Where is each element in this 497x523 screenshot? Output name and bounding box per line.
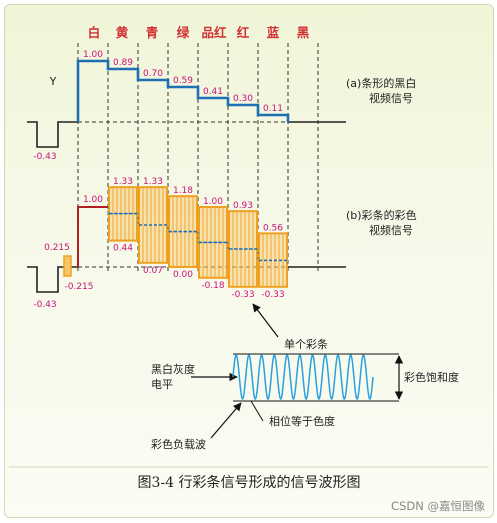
color-name-green: 绿 [177,25,190,40]
chroma-bottom-value-2: 0.00 [173,270,193,280]
chroma-bottom-value-1: 0.07 [143,266,163,276]
chroma-top-value-4: 0.93 [233,201,253,211]
color-name-white: 白 [88,25,101,40]
chroma-bottom-value-0: 0.44 [113,244,133,254]
chroma-description-line2: 视频信号 [369,223,413,237]
chroma-top-value-1: 1.33 [143,177,163,187]
burst-high-value: 0.215 [44,243,70,253]
chroma-top-value-0: 1.33 [113,177,133,187]
luma-level-label-line2: 电平 [151,378,173,391]
single-bar-label: 单个彩条 [284,337,328,351]
chroma-top-value-5: 0.56 [263,223,283,233]
subcarrier-wave [232,353,374,401]
chroma-bar-5 [258,232,288,288]
chroma-description-line1: (b)彩条的彩色 [346,208,417,222]
chroma-bottom-value-3: -0.18 [201,281,225,291]
watermark: CSDN @嘉恒图像 [391,499,485,513]
carrier-label: 彩色负载波 [151,437,206,451]
chroma-bottom-value-5: -0.33 [261,290,284,300]
luma-value-white: 1.00 [83,50,103,60]
luma-value-magenta: 0.41 [203,87,223,97]
chroma-white-bar [77,206,108,267]
color-name-black: 黑 [297,25,310,40]
color-name-blue: 蓝 [267,25,280,40]
luma-value-cyan: 0.70 [143,69,163,79]
waveform-figure: 白 黄 青 绿 品红 红 蓝 黑 Y -0.43 1.00 0.89 0.70 … [9,25,489,513]
color-name-red: 红 [237,25,250,40]
color-burst [63,255,72,277]
phase-label: 相位等于色度 [269,414,335,428]
luma-sync-value: -0.43 [33,152,56,162]
chroma-sync-value: -0.43 [33,300,56,310]
figure-panel: 白 黄 青 绿 品红 红 蓝 黑 Y -0.43 1.00 0.89 0.70 … [4,4,494,518]
luma-level-label-line1: 黑白灰度 [151,362,195,376]
burst-low-value: -0.215 [64,282,93,292]
luma-value-green: 0.59 [173,76,193,86]
chroma-luma-trace [107,207,289,267]
chroma-waveform: 1.33 0.44 1.33 0.07 1.18 0.00 1.00 -0.18 0.93 -0.… [27,177,417,310]
chroma-bottom-value-4: -0.33 [231,290,254,300]
luma-value-red: 0.30 [233,94,253,104]
luma-waveform: Y -0.43 1.00 0.89 0.70 0.59 0.41 0.30 0.… [27,50,416,162]
subcarrier-diagram: 单个彩条 彩色饱和度 黑白灰度 电平 相位等于色度 彩色负载波 [151,303,459,451]
color-name-magenta: 品红 [201,25,227,40]
chroma-top-value-2: 1.18 [173,186,193,196]
luma-value-yellow: 0.89 [113,58,133,68]
color-name-cyan: 青 [146,25,159,40]
luma-staircase [76,59,290,122]
color-bar-names: 白 黄 青 绿 品红 红 蓝 黑 [88,25,310,40]
saturation-label: 彩色饱和度 [404,370,459,384]
color-name-yellow: 黄 [116,25,129,40]
luma-description-line2: 视频信号 [369,91,413,105]
luma-axis-label: Y [49,75,57,88]
luma-description-line1: (a)条形的黑白 [346,76,416,90]
chroma-top-value-3: 1.00 [203,197,223,207]
luma-value-blue: 0.11 [263,104,283,114]
chroma-white-value: 1.00 [83,195,103,205]
figure-caption: 图3-4 行彩条信号形成的信号波形图 [138,474,361,491]
